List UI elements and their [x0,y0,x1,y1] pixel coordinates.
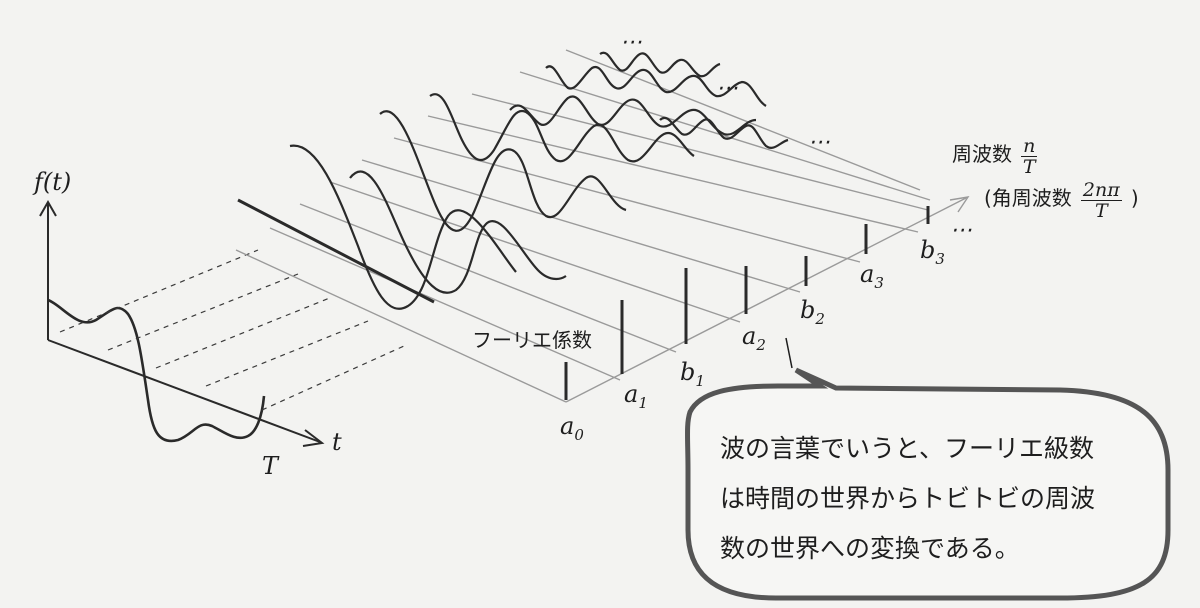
angular-denominator: T [1094,200,1108,222]
period-label: T [262,452,279,480]
ellipsis-top: ⋯ [620,30,642,55]
dc-component-line [237,198,435,304]
t-axis [47,339,321,443]
t-axis-arrowhead [302,429,325,447]
fourier-coefficient-caption: フーリエ係数 [472,328,592,352]
angular-numerator: 2nπ [1080,179,1122,201]
frequency-numerator: n [1021,135,1038,157]
projection-lines [59,249,405,411]
coeff-label-a0: a0 [560,412,584,444]
f-axis-arrowhead [39,199,57,217]
coeff-label-b1: b1 [680,358,705,390]
ellipsis-middle: ⋯ [808,130,830,155]
ellipsis-upper: ⋯ [716,76,738,101]
frequency-fraction: n T [1021,135,1038,178]
harmonic-waves [289,51,789,310]
caption-pointer [785,337,793,369]
f-axis-label: f(t) [34,168,72,196]
bubble-line-3: 数の世界への変換である。 [720,534,1020,563]
ellipsis-axis: ⋯ [950,218,972,243]
angular-fraction: 2nπ T [1080,179,1122,222]
coeff-label-a3: a3 [860,260,884,292]
t-axis-label: t [332,428,342,456]
angular-frequency-label: (角周波数 2nπ T ) [984,180,1139,221]
frequency-axis-arrowhead [949,196,970,213]
bubble-line-2: は時間の世界からトビトビの周波 [720,484,1096,513]
angular-open-text: (角周波数 [984,186,1072,210]
coeff-label-b3: b3 [920,236,945,268]
coeff-label-b2: b2 [800,296,825,328]
bubble-line-1: 波の言葉でいうと、フーリエ級数 [720,434,1095,463]
frequency-axis [565,197,967,403]
frequency-title-text: 周波数 [952,142,1012,166]
coeff-label-a2: a2 [742,322,766,354]
frequency-denominator: T [1022,156,1036,178]
coefficient-stems [564,206,930,400]
time-signal-curve [47,298,266,443]
frequency-axis-title: 周波数 n T [952,136,1041,177]
speech-bubble [685,367,1171,601]
coeff-label-a1: a1 [624,380,648,412]
angular-close-text: ) [1130,186,1139,210]
frequency-plane-grid [235,49,931,403]
speech-bubble-text: 波の言葉でいうと、フーリエ級数 は時間の世界からトビトビの周波 数の世界への変換… [720,424,1160,574]
